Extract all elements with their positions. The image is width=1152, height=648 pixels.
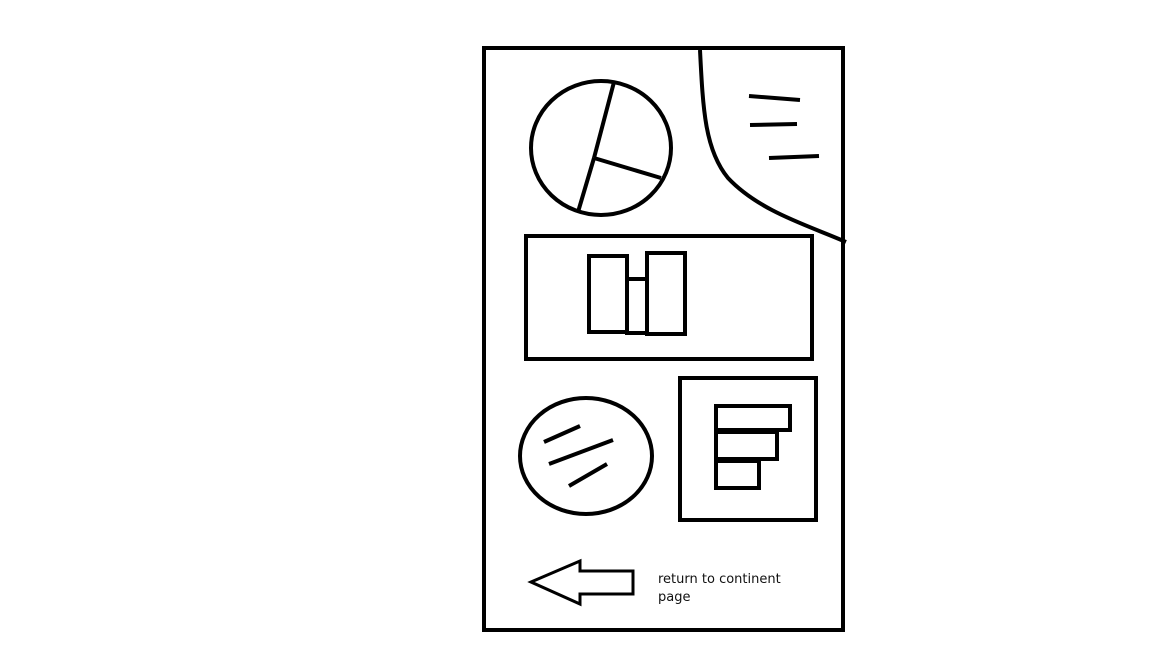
back-label-line2: page <box>658 590 691 605</box>
back-button[interactable] <box>527 558 635 607</box>
bar-chart-panel <box>524 234 814 361</box>
oval-text-widget[interactable] <box>518 396 654 516</box>
text-line <box>768 154 820 160</box>
bar-chart-icon <box>587 251 687 336</box>
chart-bar <box>587 254 629 334</box>
text-line <box>749 122 798 127</box>
page-frame <box>482 46 845 632</box>
oval-text-icon <box>518 396 654 516</box>
pie-chart-icon <box>529 79 673 217</box>
chart-bar <box>714 404 792 432</box>
text-line <box>567 462 609 488</box>
bar-chart-widget[interactable] <box>524 234 814 361</box>
text-line <box>748 94 801 102</box>
horizontal-bar-chart-widget[interactable] <box>678 376 818 522</box>
back-label-line1: return to continent <box>658 572 781 587</box>
text-line <box>548 438 614 466</box>
chart-bar <box>714 430 779 461</box>
back-to-continent-link[interactable]: return to continent page <box>658 571 798 607</box>
chart-bar <box>645 251 687 336</box>
pie-slice-divider <box>576 157 596 213</box>
text-line <box>543 424 581 444</box>
horizontal-bar-chart-panel <box>678 376 818 522</box>
pie-slice-divider <box>593 156 662 180</box>
chart-bar <box>714 459 761 490</box>
horizontal-bar-chart-icon <box>714 404 792 490</box>
left-arrow-icon <box>527 558 635 607</box>
text-lines-icon <box>748 94 820 160</box>
pie-chart-widget[interactable] <box>529 79 673 217</box>
text-block-widget[interactable] <box>698 49 847 244</box>
pie-slice-divider <box>592 81 616 159</box>
text-block-boundary <box>698 49 847 244</box>
chart-bar <box>625 277 649 335</box>
